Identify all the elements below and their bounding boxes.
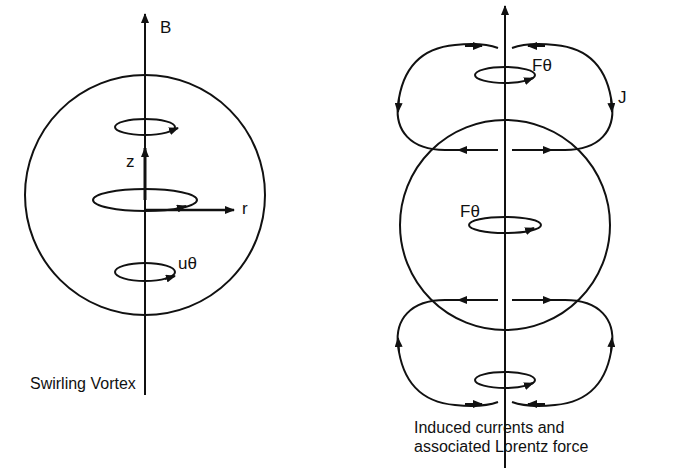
axis-label: r [242, 199, 248, 219]
current-label: J [618, 88, 627, 108]
current-loop [512, 44, 612, 150]
left-panel [25, 14, 265, 395]
force-label: Fθ [532, 56, 552, 76]
panel-caption: Swirling Vortex [30, 374, 230, 393]
right-panel [398, 6, 613, 468]
axis-label: z [126, 152, 135, 172]
field-label: B [160, 18, 171, 38]
panel-caption: Induced currents and associated Lorentz … [414, 418, 634, 456]
force-label: Fθ [460, 202, 480, 222]
velocity-label: uθ [178, 254, 197, 274]
